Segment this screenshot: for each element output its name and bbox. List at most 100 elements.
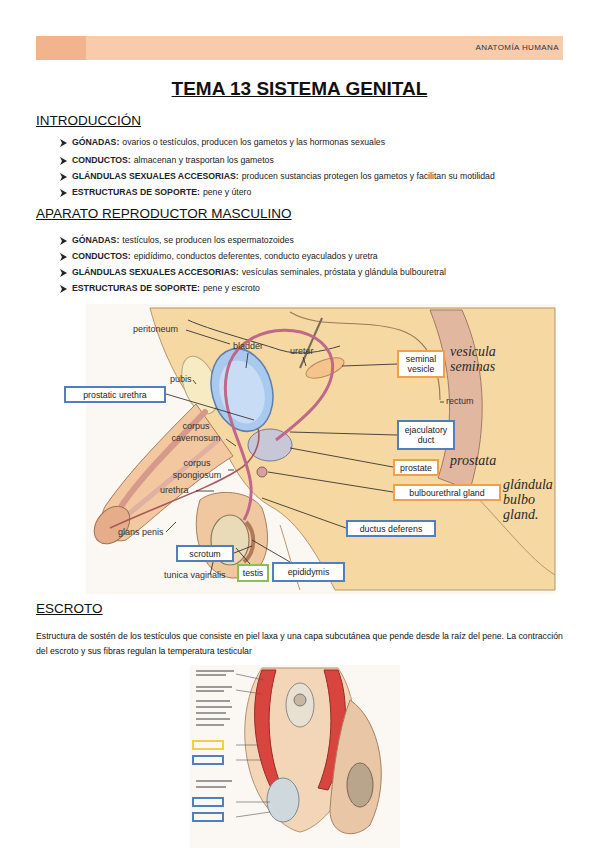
anatomy-illustration bbox=[212, 355, 271, 428]
scrotum-illustration bbox=[330, 700, 381, 834]
box-label: ejaculatory duct bbox=[399, 425, 453, 445]
bullet-term: GLÁNDULAS SEXUALES ACCESORIAS: bbox=[72, 171, 239, 182]
scrotum-illustration bbox=[196, 700, 230, 702]
leader-line bbox=[166, 522, 176, 532]
bullet-term: ESTRUCTURAS DE SOPORTE: bbox=[72, 187, 200, 198]
part-label: tunica vaginalis bbox=[164, 570, 226, 580]
leader-line bbox=[166, 330, 444, 575]
leader-line bbox=[196, 491, 214, 492]
bullet-line: CONDUCTOS:almacenan y trasportan los gam… bbox=[72, 155, 274, 166]
anatomy-illustration bbox=[86, 304, 556, 594]
bullet-text: epidídimo, conductos deferentes, conduct… bbox=[134, 251, 378, 262]
bullet-line: GÓNADAS:testículos, se producen los espe… bbox=[72, 235, 294, 246]
bullet-text: testículos, se producen los espermatozoi… bbox=[122, 235, 293, 246]
leader-line bbox=[193, 380, 196, 384]
leader-line bbox=[290, 448, 393, 467]
leader-line bbox=[234, 546, 252, 553]
running-header: ANATOMÍA HUMANA bbox=[476, 43, 560, 52]
leader-line bbox=[342, 364, 397, 366]
bullet-text: pene y escroto bbox=[203, 283, 260, 294]
leader-line bbox=[268, 472, 393, 492]
leader-line bbox=[440, 402, 444, 403]
anatomy-illustration bbox=[87, 499, 137, 550]
part-label: peritoneum bbox=[133, 324, 178, 334]
anatomy-illustration bbox=[300, 318, 322, 368]
label-box: epididymis bbox=[272, 562, 345, 582]
leader-line bbox=[252, 540, 290, 562]
leader-line bbox=[166, 394, 254, 420]
header-bar bbox=[36, 36, 563, 60]
scrotum-illustration bbox=[196, 686, 232, 688]
scrotum-illustration bbox=[196, 712, 226, 714]
label-box: bulbourethral gland bbox=[393, 484, 501, 501]
bullet-text: producen sustancias protegen los gametos… bbox=[242, 171, 495, 182]
bullet-symbol bbox=[60, 285, 67, 293]
leader-line bbox=[303, 357, 306, 366]
scrotum-illustration bbox=[196, 718, 230, 720]
bullet-symbol bbox=[60, 173, 67, 181]
box-label: epididymis bbox=[288, 567, 330, 577]
anatomy-illustration bbox=[303, 354, 346, 383]
bullet-symbol bbox=[60, 269, 67, 277]
box-label: scrotum bbox=[189, 549, 220, 559]
bullet-text: ovarios o testículos, producen los gamet… bbox=[122, 137, 385, 148]
leader-line bbox=[262, 498, 346, 528]
scrotum-illustration bbox=[193, 798, 223, 806]
bullet-line: GLÁNDULAS SEXUALES ACCESORIAS:producen s… bbox=[72, 171, 495, 182]
scrotum-illustration bbox=[294, 694, 306, 706]
header-bar bbox=[36, 36, 86, 60]
bullet-line: GLÁNDULAS SEXUALES ACCESORIAS:vesículas … bbox=[72, 267, 446, 278]
scrotum-illustration bbox=[196, 670, 234, 788]
leader-line bbox=[290, 432, 397, 435]
box-label: prostatic urethra bbox=[83, 390, 147, 400]
bullet-term: GÓNADAS: bbox=[72, 235, 119, 246]
scrotum-illustration bbox=[196, 724, 224, 726]
box-label: bulbourethral gland bbox=[409, 488, 484, 498]
scrotum-illustration bbox=[286, 683, 314, 727]
bullet-line: ESTRUCTURAS DE SOPORTE:pene y útero bbox=[72, 187, 251, 198]
scrotum-illustration bbox=[193, 813, 223, 821]
scrotum-illustration bbox=[190, 665, 400, 848]
anatomy-illustration bbox=[86, 304, 556, 594]
body-text: Estructura de sostén de los testículos q… bbox=[36, 629, 566, 659]
scrotum-illustration bbox=[193, 756, 223, 764]
bullet-symbol bbox=[60, 237, 67, 245]
leader-line bbox=[228, 470, 234, 471]
label-box: ductus deferens bbox=[346, 520, 436, 537]
part-label: urethra bbox=[160, 485, 189, 495]
bullet-term: ESTRUCTURAS DE SOPORTE: bbox=[72, 283, 200, 294]
anatomy-illustration bbox=[202, 342, 282, 439]
scrotum-illustration bbox=[236, 760, 262, 761]
bullet-line: CONDUCTOS:epidídimo, conductos deferente… bbox=[72, 251, 378, 262]
section-heading: ESCROTO bbox=[36, 601, 103, 616]
scrotum-illustration bbox=[267, 778, 299, 822]
scrotum-illustration bbox=[236, 674, 264, 680]
scrotum-illustration bbox=[196, 670, 234, 672]
scrotum-illustration bbox=[196, 786, 226, 788]
anatomy-illustration bbox=[257, 467, 267, 477]
label-box: ejaculatory duct bbox=[397, 420, 455, 450]
scrotum-illustration bbox=[236, 690, 262, 694]
part-label: rectum bbox=[446, 396, 474, 406]
leader-line bbox=[246, 353, 248, 368]
bullet-term: CONDUCTOS: bbox=[72, 251, 131, 262]
part-label: corpus cavernosum bbox=[166, 420, 226, 444]
box-label: testis bbox=[243, 568, 264, 578]
bullet-line: ESTRUCTURAS DE SOPORTE:pene y escroto bbox=[72, 283, 260, 294]
label-box: seminal vesicle bbox=[397, 350, 445, 378]
handwritten-note: prostata bbox=[450, 453, 540, 468]
scrotum-illustration bbox=[190, 665, 400, 848]
part-label: glans penis bbox=[118, 527, 164, 537]
scrotum-illustration bbox=[347, 763, 373, 807]
bullet-term: GLÁNDULAS SEXUALES ACCESORIAS: bbox=[72, 267, 239, 278]
anatomy-illustration bbox=[244, 522, 253, 562]
bullet-text: pene y útero bbox=[203, 187, 251, 198]
header-bar bbox=[36, 36, 563, 60]
leader-line bbox=[236, 548, 250, 564]
box-label: prostate bbox=[400, 463, 432, 473]
leader-line bbox=[226, 439, 236, 446]
scrotum-illustration bbox=[196, 690, 224, 692]
scrotum-illustration bbox=[255, 670, 282, 790]
page-title: TEMA 13 SISTEMA GENITAL bbox=[0, 78, 599, 100]
